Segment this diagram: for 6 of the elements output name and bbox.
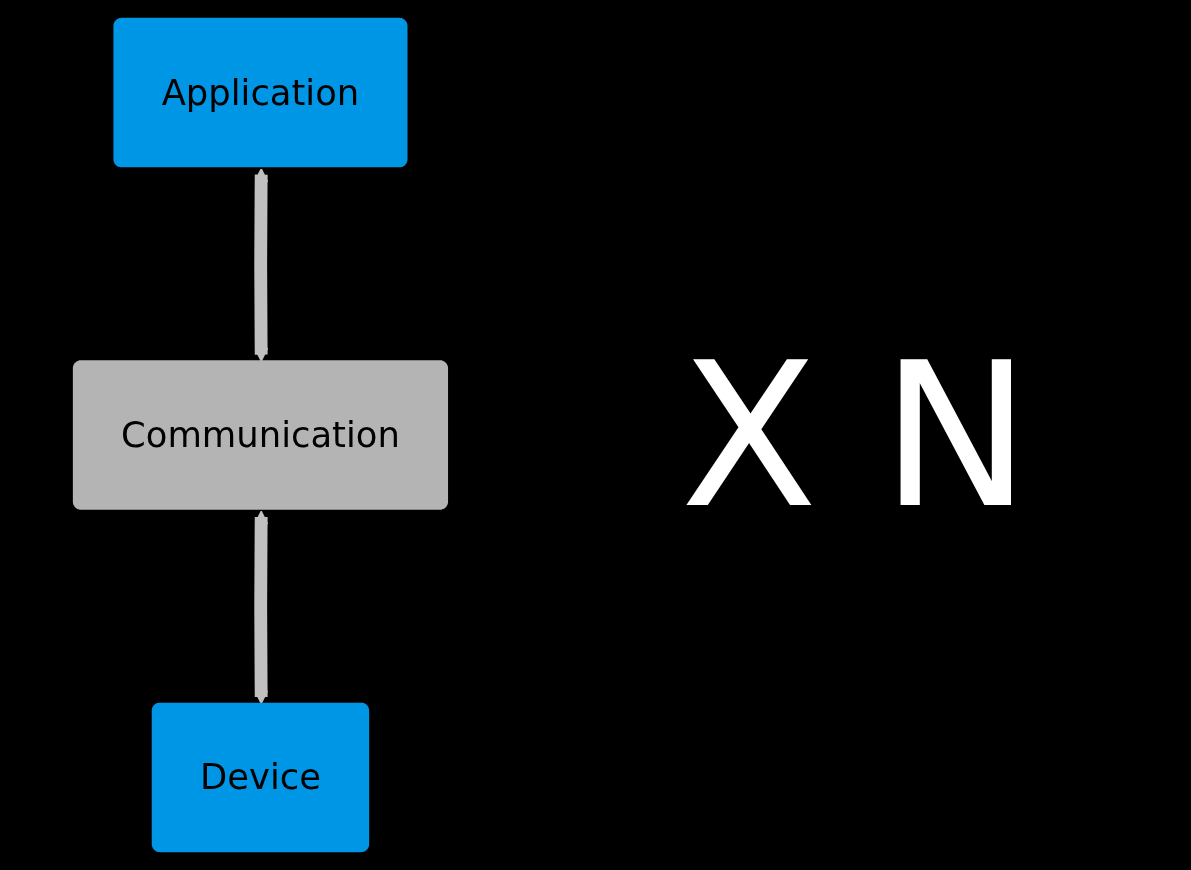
label-text: X N — [680, 318, 1031, 552]
arrow — [253, 510, 268, 705]
node-box: Device — [151, 702, 369, 853]
node-box: Communication — [72, 360, 448, 510]
arrow — [253, 168, 268, 362]
node-box: Application — [112, 17, 408, 168]
